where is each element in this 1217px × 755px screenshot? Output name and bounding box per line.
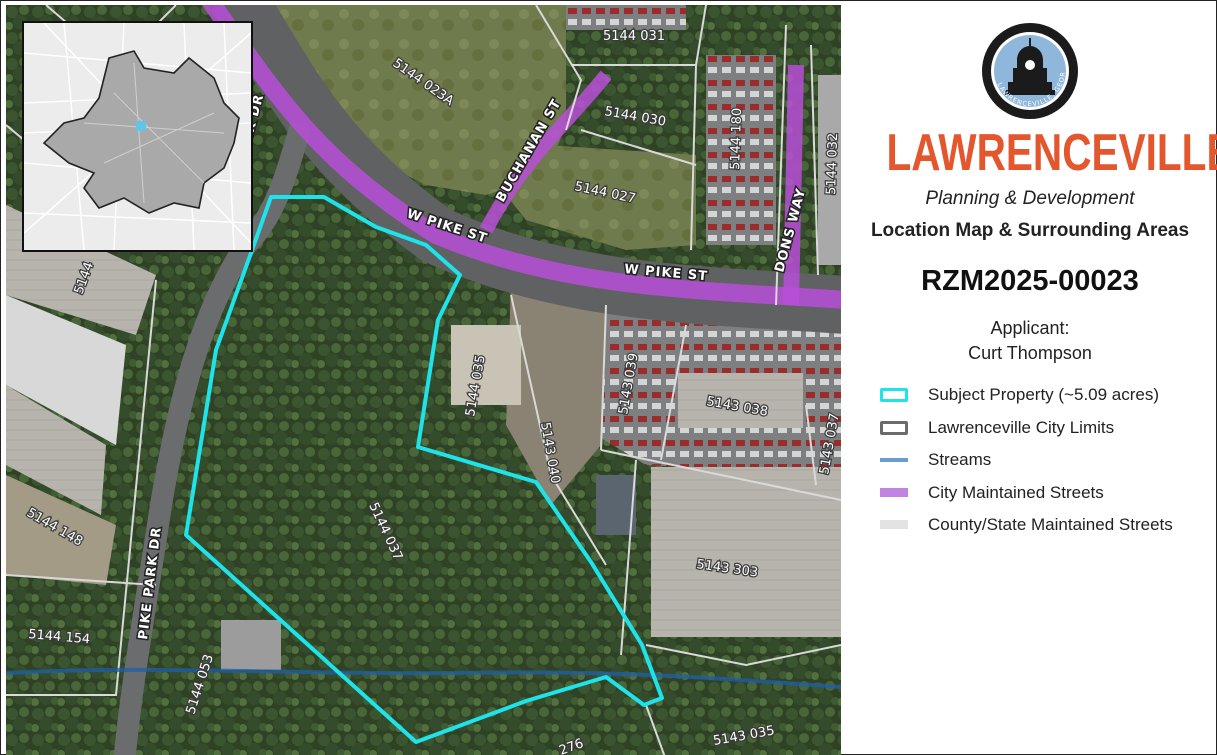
- legend-item-streams: Streams: [870, 444, 1210, 477]
- building: [221, 620, 281, 670]
- park-dr-road: [237, 121, 312, 253]
- lot-area: [6, 475, 116, 585]
- info-panel: LAWRENCEVILLE, GEORGIA LAWRENCEVILLE Pla…: [846, 5, 1217, 750]
- building: [451, 325, 521, 405]
- building: [596, 475, 636, 535]
- case-number: RZM2025-00023: [921, 265, 1139, 297]
- parcel-label: 5144 031: [603, 29, 665, 44]
- applicant-label: Applicant:: [990, 318, 1070, 338]
- parking-lot: [566, 5, 686, 30]
- subject-property-boundary[interactable]: [184, 195, 664, 744]
- legend-label: City Maintained Streets: [928, 482, 1104, 502]
- parcel-label: 5144 180: [728, 108, 745, 171]
- lot-area: [506, 285, 606, 505]
- building: [6, 385, 106, 515]
- legend-item-city-limits: Lawrenceville City Limits: [870, 412, 1210, 445]
- city-seal-logo: LAWRENCEVILLE, GEORGIA: [978, 16, 1079, 120]
- building: [678, 373, 803, 428]
- map-canvas: 5144 031 5144 023A 5144 030 5144 180 514…: [6, 5, 841, 755]
- city-street-w-pike: [202, 5, 841, 309]
- building: [651, 467, 841, 637]
- legend-label: Lawrenceville City Limits: [928, 417, 1115, 437]
- subject-swatch: [880, 388, 908, 402]
- field-east: [506, 145, 696, 250]
- legend-label: Subject Property (~5.09 acres): [928, 385, 1160, 404]
- city-street-swatch: [880, 487, 908, 497]
- legend-item-subject: Subject Property (~5.09 acres): [870, 379, 1210, 412]
- legend-label: Streams: [928, 450, 992, 470]
- aerial-map[interactable]: 5144 031 5144 023A 5144 030 5144 180 514…: [6, 5, 841, 755]
- city-street-dons-way: [783, 64, 804, 306]
- subject-locator: [136, 121, 146, 131]
- stream-line: [6, 667, 841, 689]
- city-limits-swatch: [880, 420, 908, 435]
- building: [818, 75, 841, 265]
- department-name: Planning & Development: [925, 188, 1135, 209]
- brand-title: LAWRENCEVILLE: [886, 124, 1217, 182]
- legend-item-county-streets: County/State Maintained Streets: [870, 509, 1210, 542]
- county-street-swatch: [880, 520, 908, 530]
- building: [6, 295, 126, 445]
- city-limits-shape: [42, 50, 240, 214]
- legend-label: County/State Maintained Streets: [928, 515, 1173, 535]
- open-field: [256, 5, 566, 195]
- pike-park-dr-road: [113, 238, 256, 755]
- inset-canvas: [23, 22, 252, 251]
- inset-locator-map: [22, 21, 253, 252]
- legend-item-city-streets: City Maintained Streets: [870, 477, 1210, 510]
- applicant-name: Curt Thompson: [968, 343, 1092, 363]
- parking-lot: [706, 55, 776, 245]
- stream-swatch: [880, 458, 908, 463]
- parcel-label: 5144 154: [28, 627, 91, 647]
- parcel-label: 5144 032: [824, 133, 841, 196]
- city-street-buchanan: [479, 70, 612, 234]
- map-subtitle: Location Map & Surrounding Areas: [870, 220, 1190, 241]
- legend: Subject Property (~5.09 acres) Lawrencev…: [870, 379, 1210, 542]
